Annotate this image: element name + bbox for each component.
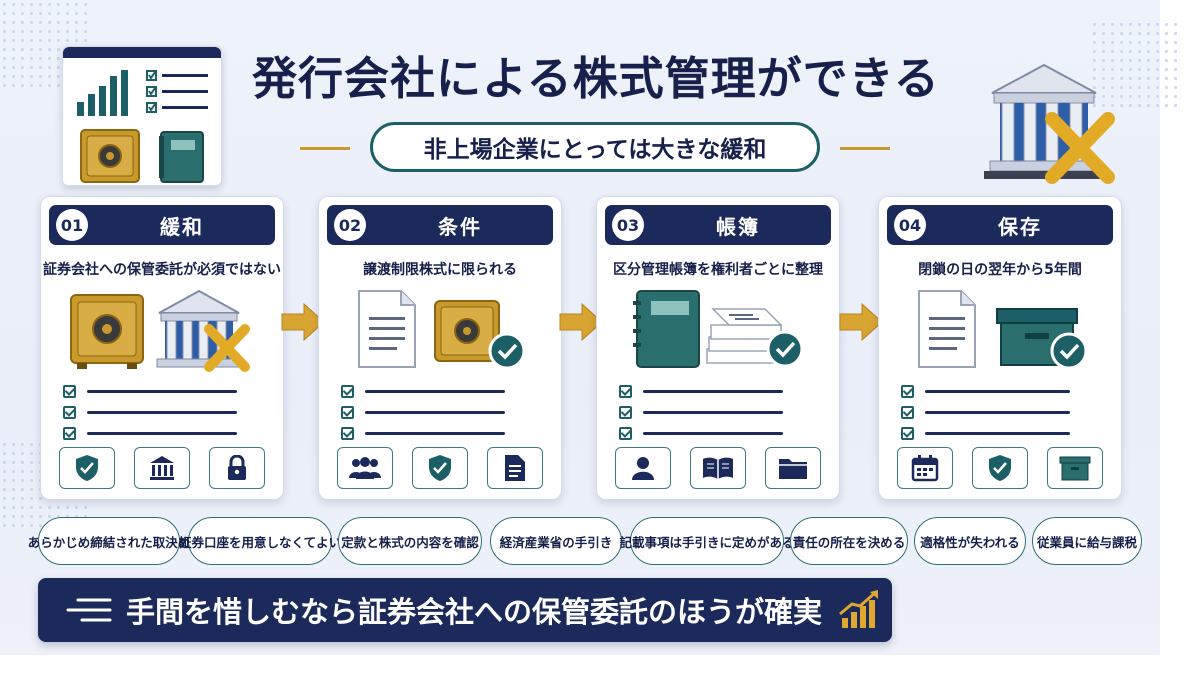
- decorative-dots: [1090, 20, 1180, 110]
- checkbox-icon: [901, 385, 914, 398]
- card-header: 02 条件: [327, 205, 553, 245]
- checkbox-icon: [63, 385, 76, 398]
- card-title: 帳簿: [716, 214, 760, 239]
- subtitle-left-line: [300, 147, 350, 150]
- book-icon: [690, 447, 746, 489]
- calendar-icon: [897, 447, 953, 489]
- card-header: 01 緩和: [49, 205, 275, 245]
- icon-row: [897, 447, 1103, 489]
- step-card-04: 04 保存 閉鎖の日の翌年から5年間: [878, 196, 1122, 500]
- shield-check-icon: [972, 447, 1028, 489]
- checkbox-icon: [619, 385, 632, 398]
- card-title: 条件: [438, 214, 482, 239]
- keyword-pill: 従業員に給与課税: [1032, 517, 1142, 565]
- keyword-pill: 定款と株式の内容を確認: [338, 517, 482, 565]
- subtitle-group: 非上場企業にとっては大きな緩和: [300, 122, 900, 172]
- card-description: 証券会社への保管委託が必須ではない: [43, 262, 281, 278]
- subtitle-right-line: [840, 147, 890, 150]
- document-box-check-icon: [918, 290, 1088, 370]
- document-safe-check-icon: [358, 290, 526, 370]
- growth-chart-icon: [839, 590, 878, 628]
- step-card-02: 02 条件 譲渡制限株式に限られる: [318, 196, 562, 500]
- arrow-right-icon: [559, 302, 603, 342]
- checkbox-icon: [63, 427, 76, 440]
- keyword-pill: 適格性が失われる: [914, 517, 1026, 565]
- checklist: [901, 381, 1101, 444]
- dashboard-illustration: [62, 46, 222, 186]
- checklist: [619, 381, 819, 444]
- card-number: 02: [334, 209, 366, 241]
- checkbox-icon: [901, 406, 914, 419]
- icon-row: [59, 447, 265, 489]
- document-icon: [487, 447, 543, 489]
- card-description: 閉鎖の日の翌年から5年間: [918, 262, 1082, 278]
- checkbox-icon: [901, 427, 914, 440]
- checkbox-icon: [341, 385, 354, 398]
- subtitle-badge: 非上場企業にとっては大きな緩和: [370, 122, 820, 172]
- arrow-right-icon: [281, 302, 325, 342]
- archive-icon: [1047, 447, 1103, 489]
- keyword-pill: 経済産業省の手引き: [490, 517, 622, 565]
- ledger-stack-check-icon: [633, 290, 804, 368]
- card-header: 03 帳簿: [605, 205, 831, 245]
- card-description: 譲渡制限株式に限られる: [363, 262, 517, 278]
- safe-bank-cross-icon: [70, 289, 250, 372]
- speed-lines-icon: [66, 598, 112, 622]
- checklist: [63, 381, 263, 444]
- chart-checklist-icon: [77, 70, 208, 183]
- checkbox-icon: [341, 406, 354, 419]
- bank-icon: [134, 447, 190, 489]
- person-icon: [615, 447, 671, 489]
- checkbox-icon: [63, 406, 76, 419]
- keyword-pill: 記載事項は手引きに定めがある: [620, 517, 795, 565]
- shield-check-icon: [412, 447, 468, 489]
- people-icon: [337, 447, 393, 489]
- card-header: 04 保存: [887, 205, 1113, 245]
- shield-check-icon: [59, 447, 115, 489]
- icon-row: [337, 447, 543, 489]
- keyword-pill: あらかじめ締結された取決め: [28, 517, 190, 565]
- checklist: [341, 381, 541, 444]
- icon-row: [615, 447, 821, 489]
- lock-icon: [209, 447, 265, 489]
- conclusion-text: 手間を惜しむなら証券会社への保管委託のほうが確実: [126, 595, 823, 629]
- card-number: 03: [612, 209, 644, 241]
- page-title: 発行会社による株式管理ができる: [252, 52, 940, 105]
- card-number: 04: [894, 209, 926, 241]
- keyword-pill: 責任の所在を決める: [790, 517, 908, 565]
- bank-cross-icon: [984, 63, 1115, 184]
- arrow-right-icon: [839, 302, 883, 342]
- checkbox-icon: [619, 427, 632, 440]
- keyword-pill: 証券口座を用意しなくてよい: [179, 517, 341, 565]
- card-number: 01: [56, 209, 88, 241]
- step-card-01: 01 緩和 証券会社への保管委託が必須ではない: [40, 196, 284, 500]
- card-title: 保存: [998, 214, 1042, 239]
- folder-icon: [765, 447, 821, 489]
- step-card-03: 03 帳簿 区分管理帳簿を権利者ごとに整理: [596, 196, 840, 500]
- checkbox-icon: [619, 406, 632, 419]
- conclusion-banner: 手間を惜しむなら証券会社への保管委託のほうが確実: [38, 578, 892, 642]
- card-description: 区分管理帳簿を権利者ごとに整理: [613, 262, 823, 278]
- card-title: 緩和: [160, 214, 204, 239]
- checkbox-icon: [341, 427, 354, 440]
